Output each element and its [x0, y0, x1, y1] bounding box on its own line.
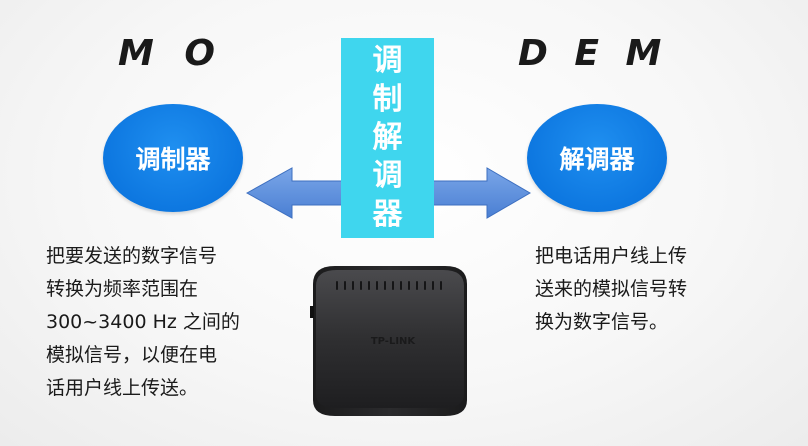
- modulator-description: 把要发送的数字信号 转换为频率范围在 300~3400 Hz 之间的 模拟信号，…: [46, 240, 306, 405]
- demodulator-description: 把电话用户线上传 送来的模拟信号转 换为数字信号。: [535, 240, 755, 339]
- description-line: 转换为频率范围在: [46, 278, 199, 300]
- modem-title-char: 解: [372, 119, 403, 155]
- description-line: 模拟信号，以便在电: [46, 344, 218, 366]
- modulator-node: 调制器: [103, 104, 243, 212]
- description-line: 送来的模拟信号转: [535, 278, 688, 300]
- device-logo: TP-LINK: [371, 336, 417, 347]
- modem-title-char: 器: [372, 196, 403, 232]
- description-line: 话用户线上传送。: [46, 377, 199, 399]
- modem-title-bar: 调 制 解 调 器: [341, 38, 434, 238]
- demodulator-node: 解调器: [527, 104, 667, 212]
- modem-device-icon: TP-LINK: [310, 266, 467, 416]
- description-line: 换为数字信号。: [535, 311, 669, 333]
- modem-title-char: 调: [372, 43, 403, 79]
- letters-mo: M O: [118, 33, 215, 74]
- modem-title-char: 制: [372, 81, 403, 117]
- description-line: 把电话用户线上传: [535, 245, 688, 267]
- modem-title-char: 调: [372, 158, 403, 194]
- letters-dem: D E M: [518, 33, 662, 74]
- description-line: 把要发送的数字信号: [46, 245, 218, 267]
- description-line: 300~3400 Hz 之间的: [46, 311, 240, 333]
